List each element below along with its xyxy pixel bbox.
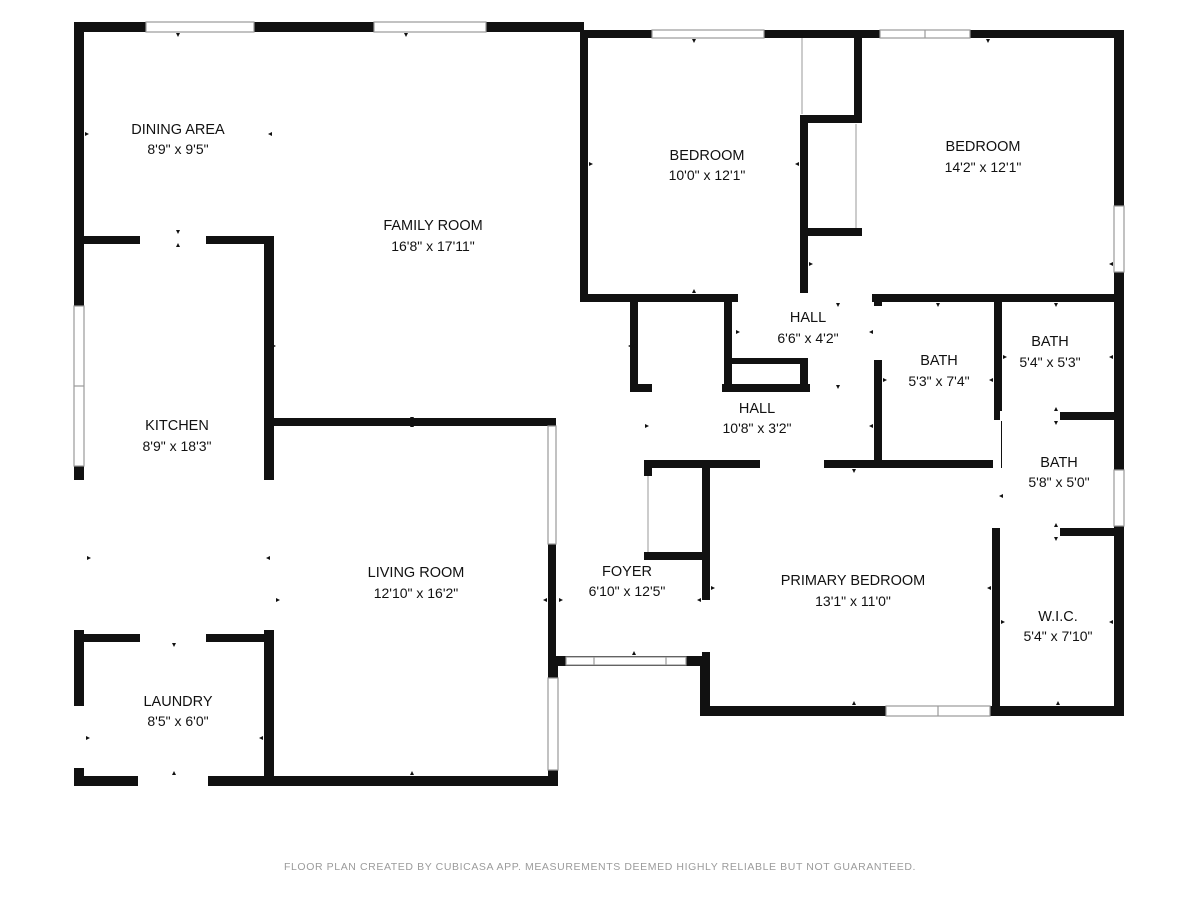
room-bath-3: BATH 5'8" x 5'0" (1028, 455, 1089, 490)
room-hall-lower: HALL 10'8" x 3'2" (723, 401, 792, 436)
room-name: BATH (1031, 334, 1069, 350)
room-name: BEDROOM (946, 139, 1021, 155)
room-dimensions: 8'9" x 9'5" (147, 141, 208, 157)
room-bath-2: BATH 5'4" x 5'3" (1019, 334, 1080, 370)
dimension-ticks (85, 33, 1113, 775)
room-dimensions: 13'1" x 11'0" (815, 593, 891, 609)
room-name: KITCHEN (145, 418, 209, 434)
door-openings (73, 38, 1060, 787)
room-dimensions: 5'4" x 5'3" (1019, 354, 1080, 370)
walls (74, 22, 1124, 786)
room-living-room: LIVING ROOM 12'10" x 16'2" (368, 565, 465, 601)
room-family-room: FAMILY ROOM 16'8" x 17'11" (383, 218, 482, 254)
room-dining-area: DINING AREA 8'9" x 9'5" (131, 122, 225, 157)
windows (73, 21, 1125, 771)
room-dimensions: 14'2" x 12'1" (945, 159, 1022, 175)
room-dimensions: 10'8" x 3'2" (723, 420, 792, 436)
room-dimensions: 12'10" x 16'2" (374, 585, 459, 601)
room-dimensions: 6'10" x 12'5" (589, 583, 666, 599)
room-kitchen: KITCHEN 8'9" x 18'3" (143, 418, 212, 454)
room-name: DINING AREA (131, 122, 225, 138)
room-bath-1: BATH 5'3" x 7'4" (908, 353, 969, 389)
room-hall-upper: HALL 6'6" x 4'2" (777, 310, 838, 346)
disclaimer-footer: FLOOR PLAN CREATED BY CUBICASA APP. MEAS… (283, 861, 917, 873)
room-dimensions: 8'9" x 18'3" (143, 438, 212, 454)
room-name: LAUNDRY (143, 694, 212, 710)
room-dimensions: 8'5" x 6'0" (147, 713, 208, 729)
room-name: BATH (1040, 455, 1078, 471)
room-foyer: FOYER 6'10" x 12'5" (589, 564, 666, 599)
room-dimensions: 6'6" x 4'2" (777, 330, 838, 346)
room-name: HALL (739, 401, 775, 417)
room-dimensions: 10'0" x 12'1" (669, 167, 746, 183)
room-bedroom-2: BEDROOM 14'2" x 12'1" (945, 139, 1022, 175)
room-name: BATH (920, 353, 958, 369)
room-dimensions: 5'4" x 7'10" (1024, 628, 1093, 644)
room-name: W.I.C. (1038, 609, 1077, 625)
room-name: FAMILY ROOM (383, 218, 482, 234)
room-name: LIVING ROOM (368, 565, 465, 581)
room-name: BEDROOM (670, 148, 745, 164)
room-name: FOYER (602, 564, 652, 580)
room-dimensions: 5'3" x 7'4" (908, 373, 969, 389)
room-name: HALL (790, 310, 826, 326)
room-dimensions: 16'8" x 17'11" (391, 238, 475, 254)
room-dimensions: 5'8" x 5'0" (1028, 474, 1089, 490)
room-name: PRIMARY BEDROOM (781, 573, 926, 589)
room-bedroom-1: BEDROOM 10'0" x 12'1" (669, 148, 746, 183)
room-primary-bedroom: PRIMARY BEDROOM 13'1" x 11'0" (781, 573, 926, 609)
room-laundry: LAUNDRY 8'5" x 6'0" (143, 694, 212, 729)
room-wic: W.I.C. 5'4" x 7'10" (1024, 609, 1093, 644)
